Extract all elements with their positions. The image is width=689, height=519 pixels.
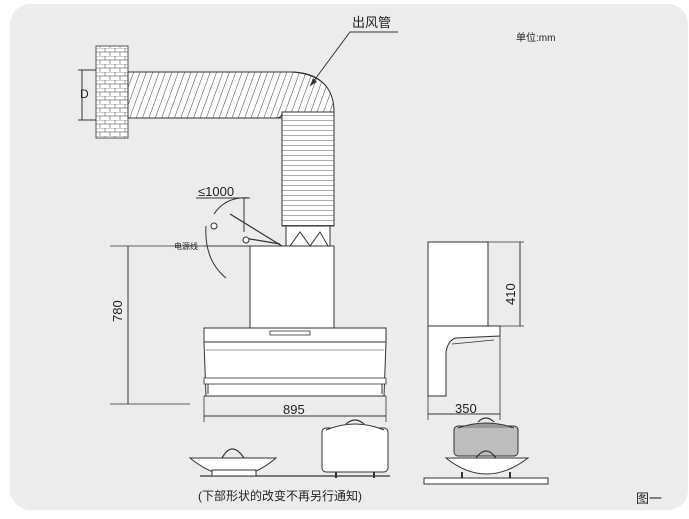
duct-label: 出风管 [352,15,392,30]
brick-wall [95,45,129,139]
power-cord-label: 电源线 [174,242,198,251]
d-label: D [80,87,89,101]
background-panel [10,4,688,510]
dim-780-label: 780 [110,300,125,322]
control-panel [269,330,311,336]
max-1000-label: ≤1000 [198,184,235,199]
hood-upper-body [249,245,335,329]
soup-pot [321,427,389,473]
unit-label: 单位:mm [516,33,556,44]
note-label: (下部形状的改变不再另行通知) [198,489,362,503]
dim-410-label: 410 [503,283,518,305]
side-wok [444,457,530,475]
side-stovetop [423,477,549,485]
side-view-upper [427,241,489,327]
vertical-duct [281,111,335,227]
side-view-lower [427,325,501,397]
dim-350-label: 350 [455,401,477,416]
figure-label: 图一 [636,491,663,506]
duct-leader-line [309,31,398,87]
dim-895-label: 895 [283,402,305,417]
